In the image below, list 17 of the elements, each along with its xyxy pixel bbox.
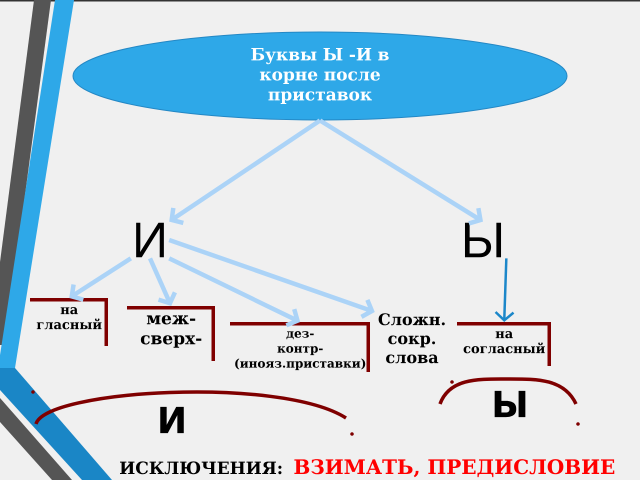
- arrow: [148, 257, 177, 306]
- arrow: [168, 238, 375, 319]
- letter: Ы: [464, 222, 502, 258]
- arrow: [69, 256, 132, 302]
- exception-words: ВЗИМАТЬ, ПРЕДИСЛОВИЕ: [294, 459, 614, 478]
- bracket-box: дез- контр- (инояз.приставки): [230, 322, 370, 372]
- letter: И: [160, 406, 184, 434]
- bracket-box: меж- сверх-: [127, 306, 215, 361]
- bracket-box: на согласный: [457, 322, 551, 366]
- letter: И: [136, 222, 164, 258]
- arrow: [318, 118, 483, 226]
- arrow: [494, 258, 514, 322]
- category-text: Сложн. сокр. слова: [378, 313, 445, 364]
- bracket-box: на гласный: [30, 298, 108, 346]
- arrow: [168, 256, 300, 328]
- arrow: [169, 118, 322, 226]
- heading-text: ИСКЛЮЧЕНИЯ:: [120, 461, 282, 474]
